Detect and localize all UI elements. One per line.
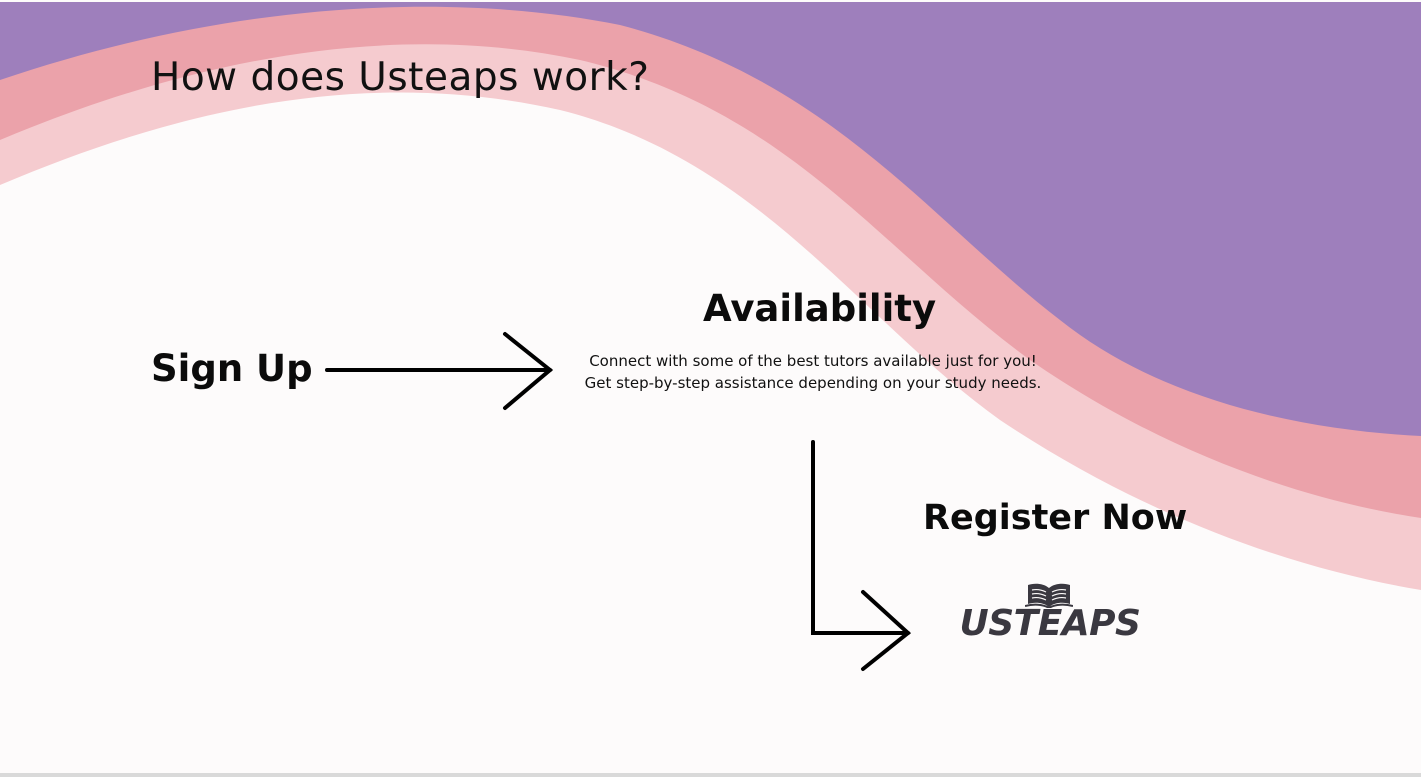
- wave-purple: [0, 0, 1421, 436]
- open-book-icon: [1025, 583, 1073, 608]
- step-register-now-heading: Register Now: [923, 498, 1188, 538]
- usteaps-logo: USTEAPS: [955, 582, 1145, 646]
- availability-description: Connect with some of the best tutors ava…: [584, 352, 1042, 392]
- bottom-divider: [0, 773, 1421, 777]
- logo-wordmark: USTEAPS: [959, 603, 1141, 644]
- step-sign-up-heading: Sign Up: [151, 347, 313, 390]
- page-title: How does Usteaps work?: [151, 55, 650, 100]
- step-availability-heading: Availability: [703, 287, 937, 330]
